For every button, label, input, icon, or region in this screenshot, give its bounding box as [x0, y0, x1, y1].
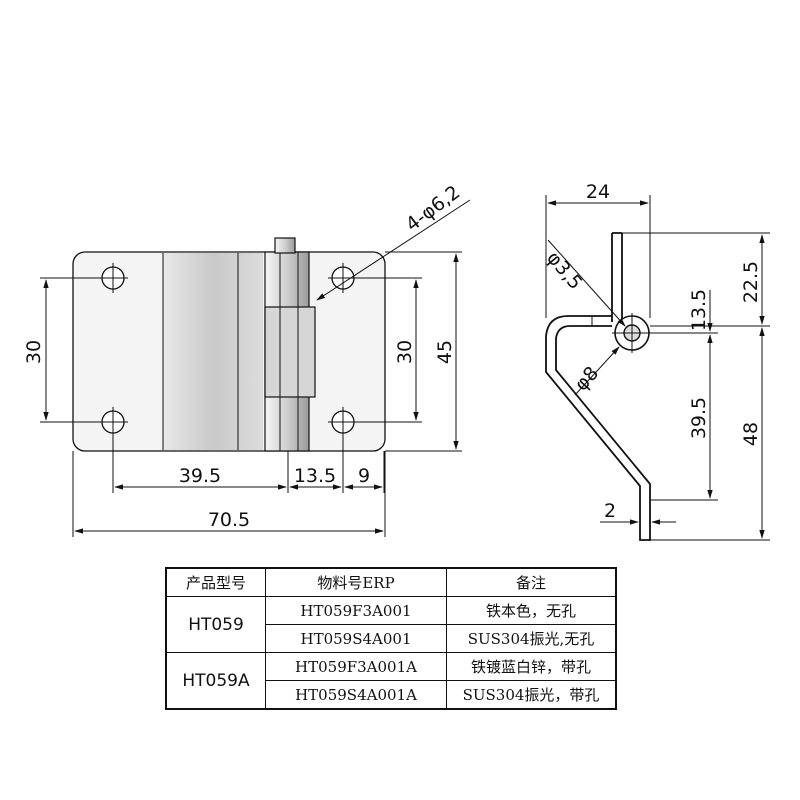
note-cell: SUS304振光,无孔 — [446, 624, 617, 653]
note-cell: SUS304振光，带孔 — [446, 680, 617, 710]
mounting-hole-icon — [98, 263, 128, 293]
dim-phi-8: φ8 — [570, 362, 603, 395]
dim-22-5: 22.5 — [740, 261, 762, 303]
dim-phi-3-5: φ3,5 — [542, 247, 586, 294]
model-cell: HT059A — [165, 652, 266, 710]
dim-9: 9 — [358, 465, 370, 487]
dim-24: 24 — [586, 181, 610, 203]
dim-48: 48 — [740, 422, 762, 446]
header-erp: 物料号ERP — [265, 567, 447, 597]
erp-cell: HT059F3A001A — [265, 652, 447, 681]
mounting-hole-icon — [328, 263, 358, 293]
mounting-hole-icon — [98, 407, 128, 437]
table-row: HT059 HT059F3A001 铁本色，无孔 — [165, 596, 617, 653]
table-row: HT059S4A001 SUS304振光,无孔 — [166, 624, 617, 653]
table-header-row: 产品型号 物料号ERP 备注 — [165, 567, 617, 597]
plate-shade — [163, 253, 263, 450]
table-row: HT059A HT059F3A001A 铁镀蓝白锌，带孔 — [165, 652, 617, 710]
note-cell: 铁镀蓝白锌，带孔 — [446, 652, 617, 681]
dim-2: 2 — [604, 500, 616, 522]
knuckle-middle — [264, 306, 316, 398]
dim-height-total: 45 — [434, 340, 456, 364]
header-model: 产品型号 — [165, 567, 266, 597]
mounting-hole-icon — [328, 407, 358, 437]
erp-cell: HT059F3A001 — [265, 596, 447, 625]
dim-13-5-side: 13.5 — [688, 289, 710, 331]
erp-cell: HT059S4A001 — [265, 624, 447, 653]
dim-height-right-inner: 30 — [394, 340, 416, 364]
dim-39-5-side: 39.5 — [688, 397, 710, 439]
dim-width-total: 70.5 — [208, 509, 250, 531]
dim-height-left: 30 — [23, 340, 45, 364]
pin-head — [274, 237, 296, 254]
erp-cell: HT059S4A001A — [265, 680, 447, 710]
hole-callout: 4-φ6,2 — [402, 181, 465, 236]
front-view: 4-φ6,2 30 30 45 39.5 13.5 9 70.5 — [23, 181, 471, 537]
table-row: HT059S4A001A SUS304振光，带孔 — [166, 680, 617, 710]
spec-table: 产品型号 物料号ERP 备注 HT059 HT059F3A001 铁本色，无孔 … — [165, 567, 617, 710]
note-cell: 铁本色，无孔 — [446, 596, 617, 625]
header-note: 备注 — [446, 567, 617, 597]
dim-39-5: 39.5 — [179, 465, 221, 487]
dim-13-5: 13.5 — [294, 465, 336, 487]
model-cell: HT059 — [165, 596, 266, 653]
side-view: 24 φ3,5 φ8 13.5 22.5 39.5 48 2 — [542, 181, 770, 541]
technical-drawing: 4-φ6,2 30 30 45 39.5 13.5 9 70.5 — [23, 181, 770, 541]
